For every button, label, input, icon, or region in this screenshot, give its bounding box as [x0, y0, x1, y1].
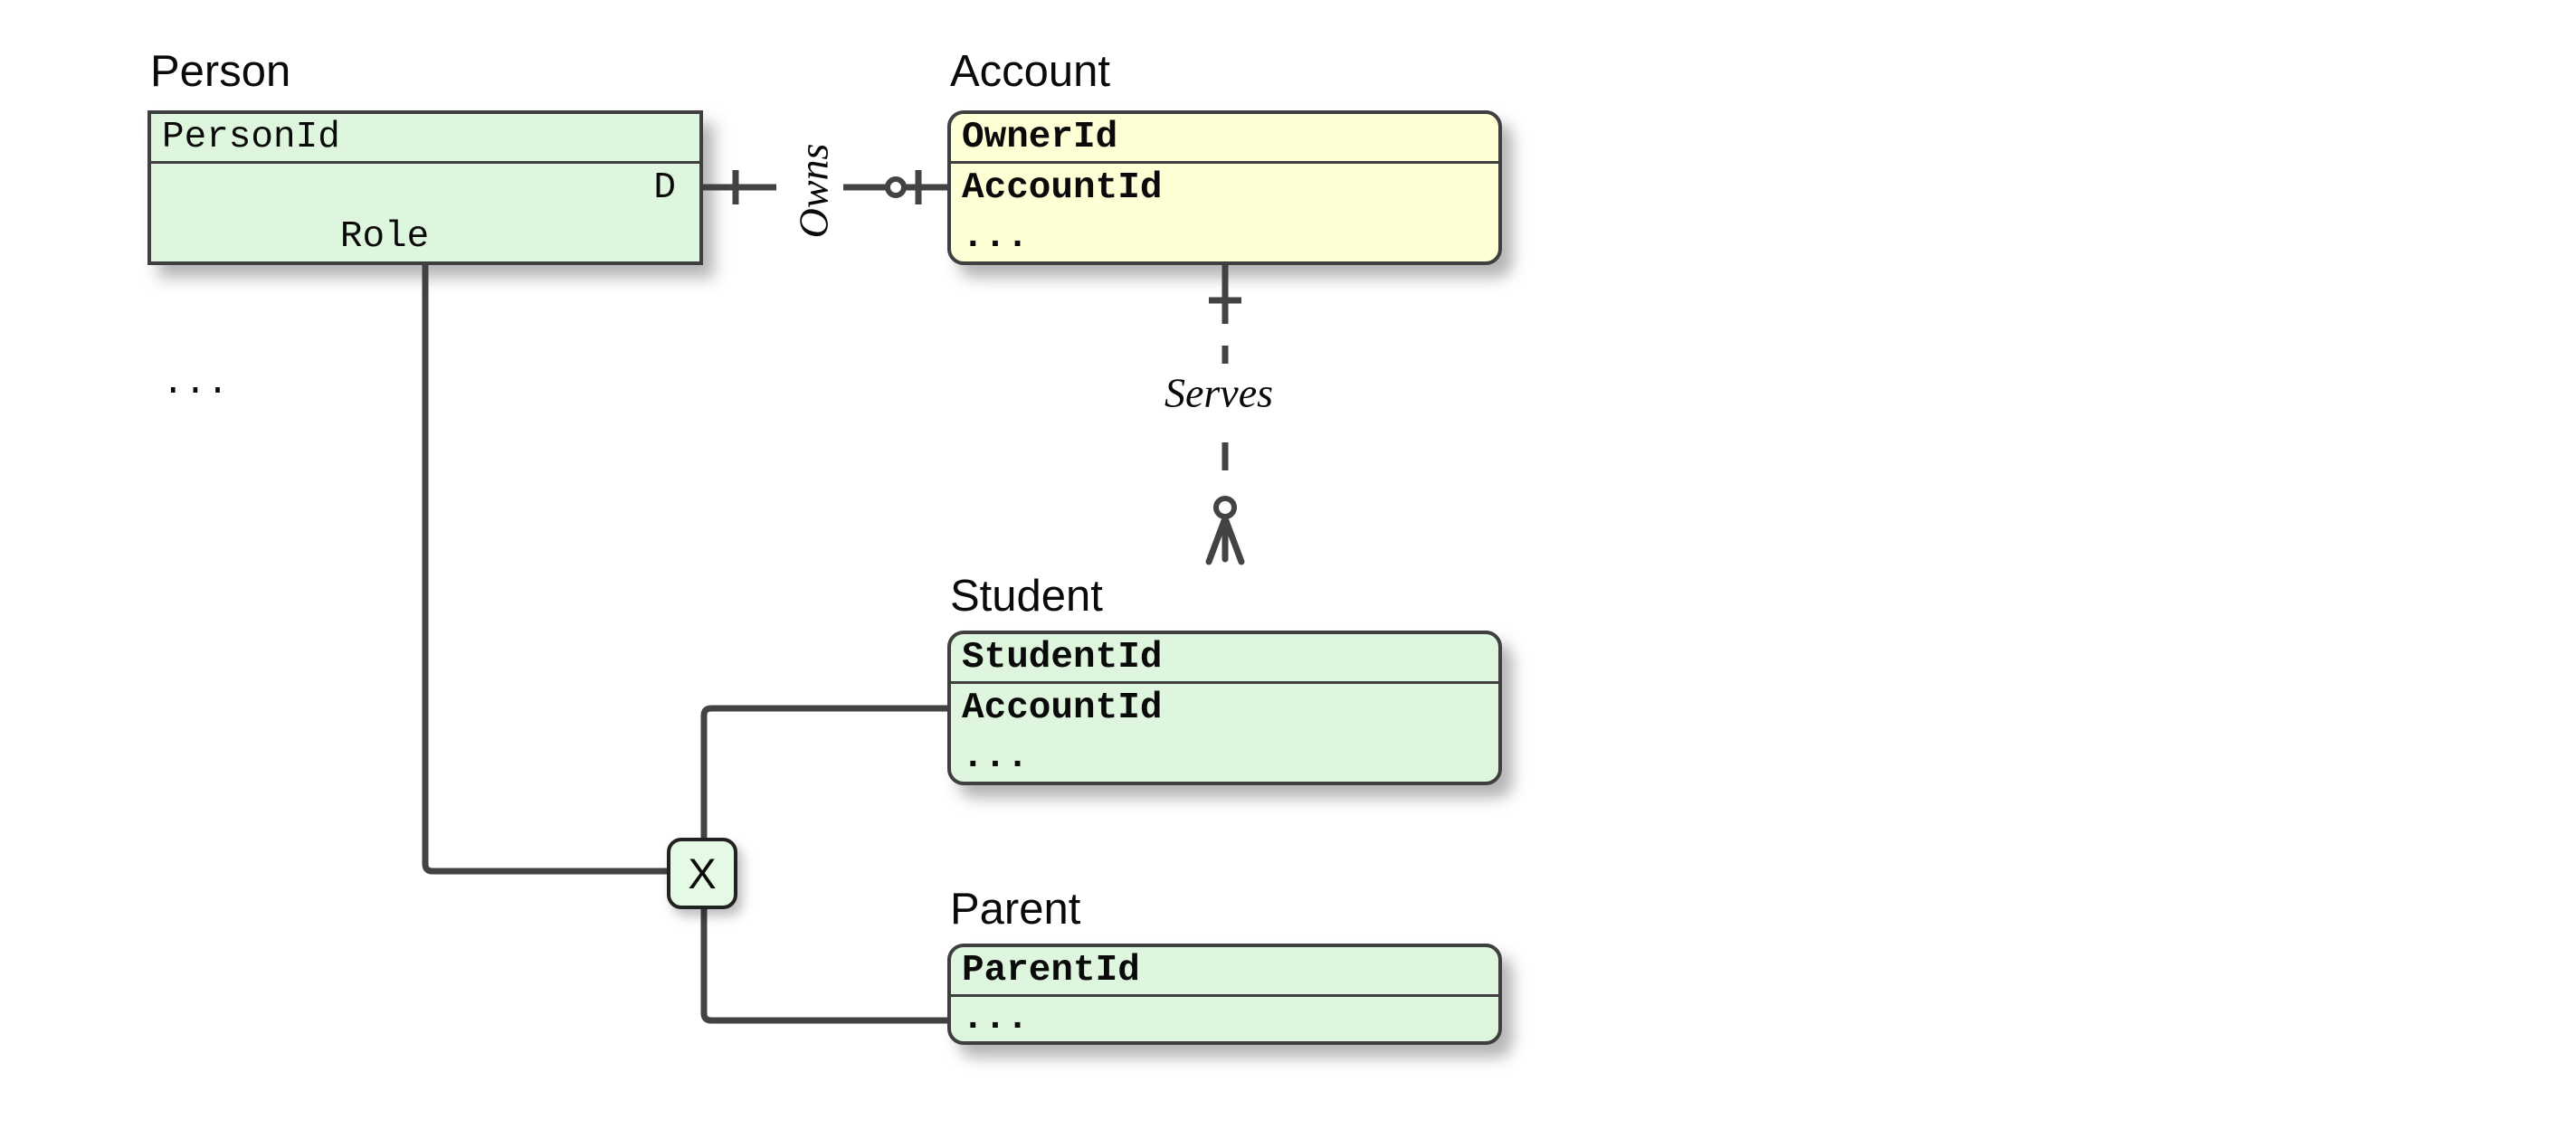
derived-badge: D [653, 167, 676, 209]
entity-parent: ParentId ... [947, 944, 1502, 1045]
serves-connector [1205, 263, 1245, 565]
entity-title-person: Person [150, 47, 291, 96]
entity-title-student: Student [950, 572, 1103, 621]
crow-foot-icon [1205, 515, 1245, 565]
exclusion-constraint-box: X [667, 838, 737, 909]
student-attr-compartment: AccountId ... [951, 684, 1498, 782]
person-more-row: ... [162, 363, 229, 404]
account-pk-row: OwnerId [951, 114, 1498, 164]
parent-pk-row: ParentId [951, 947, 1498, 997]
entity-person: PersonId Role D ... [147, 110, 703, 404]
person-attr-row: Role D [151, 164, 699, 359]
entity-title-parent: Parent [950, 885, 1081, 934]
serves-relationship-label: Serves [1164, 369, 1274, 416]
parent-attr-compartment: ... [951, 997, 1498, 1041]
person-attr-label: Role [339, 216, 430, 258]
exclusion-constraint-label: X [688, 849, 717, 897]
account-attr-row: AccountId [962, 167, 1163, 209]
owns-relationship-label: Owns [790, 143, 837, 239]
zero-circle-icon [1213, 496, 1237, 519]
entity-account: OwnerId AccountId ... [947, 110, 1502, 265]
person-to-x-line [422, 263, 669, 875]
zero-circle-icon [885, 176, 907, 198]
person-attr-compartment: Role D ... [151, 164, 699, 408]
person-pk-row: PersonId [151, 114, 699, 164]
student-attr-row: AccountId [962, 688, 1163, 729]
x-to-parent-line [700, 907, 952, 1024]
owns-connector [701, 170, 947, 204]
parent-more-row: ... [962, 998, 1029, 1039]
account-attr-compartment: AccountId ... [951, 164, 1498, 261]
account-more-row: ... [962, 216, 1029, 258]
student-pk-row: StudentId [951, 634, 1498, 684]
entity-title-account: Account [950, 47, 1111, 96]
exclusion-connector [422, 263, 952, 1024]
entity-student: StudentId AccountId ... [947, 631, 1502, 785]
student-more-row: ... [962, 736, 1029, 778]
x-to-student-line [700, 705, 950, 840]
